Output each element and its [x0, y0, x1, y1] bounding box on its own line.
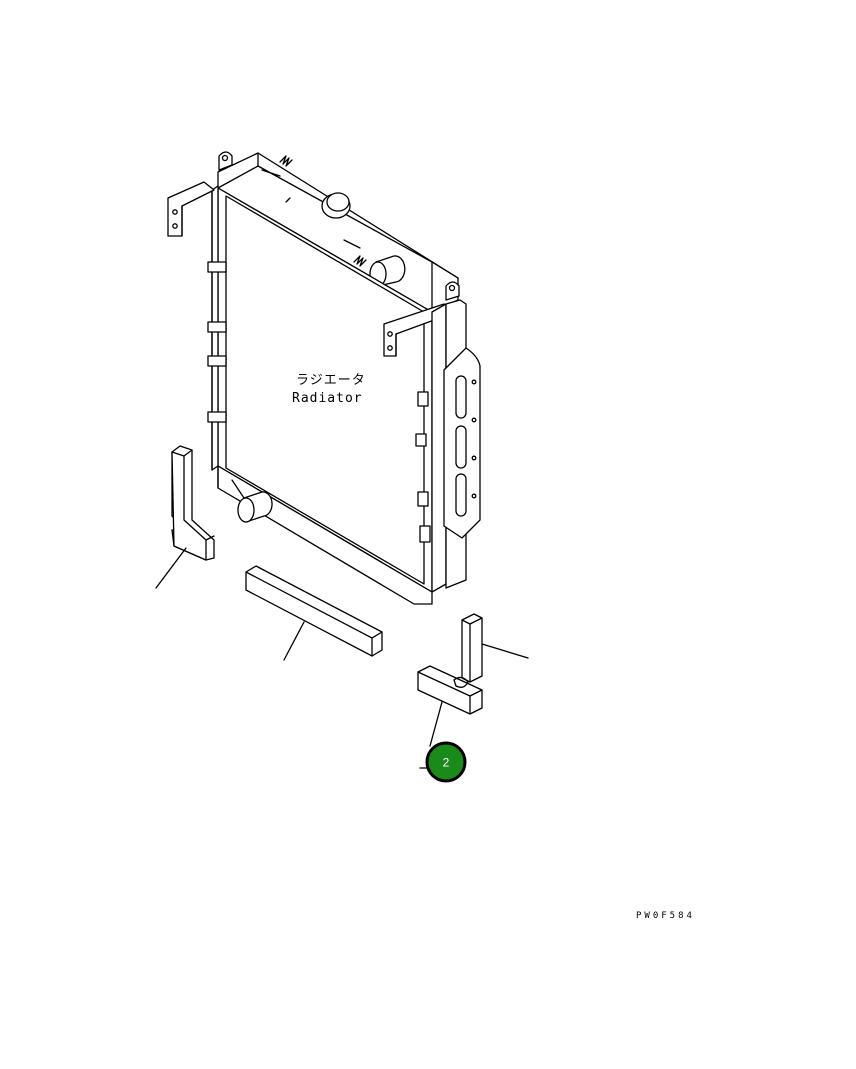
right-side-clamps — [415, 391, 431, 543]
callout-number: 2 — [443, 756, 450, 770]
drawing-code: PW0F584 — [636, 911, 695, 921]
spacer-block-left — [155, 445, 215, 589]
top-clip-1 — [279, 155, 293, 167]
radiator-label-jp: ラジエータ — [296, 373, 366, 388]
spacer-bar — [245, 565, 383, 661]
radiator-label-en: Radiator — [292, 391, 363, 406]
radiator-cap — [321, 192, 351, 219]
lower-hose-inlet — [231, 479, 273, 523]
side-guard-plate — [443, 347, 481, 539]
leader-bar — [283, 621, 305, 661]
spacer-block-right — [417, 613, 529, 747]
callout-2[interactable]: 2 — [419, 741, 467, 783]
left-side-clamps — [207, 261, 227, 423]
leader-right-upper — [481, 643, 529, 659]
radiator-assembly: ラジエータ Radiator — [167, 151, 481, 605]
top-clip-2 — [353, 255, 367, 267]
leader-left-block — [155, 547, 187, 589]
callout-bubble-icon — [425, 741, 467, 783]
left-upper-bracket — [167, 181, 215, 237]
leader-right-lower — [429, 701, 443, 747]
